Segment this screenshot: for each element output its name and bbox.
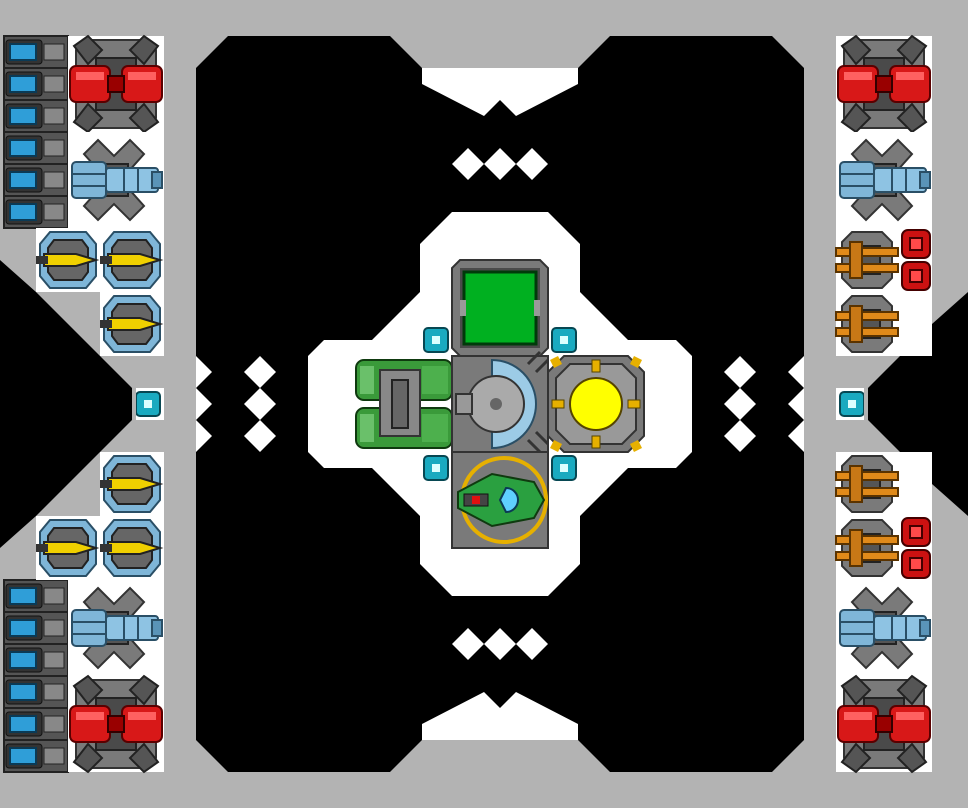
railgun-icon[interactable] [835,579,933,677]
battery-cell-icon [3,99,69,133]
connection-node-icon[interactable] [419,323,453,357]
heavy-cannon-icon[interactable] [835,35,933,133]
battery-cell-icon [3,163,69,197]
thruster-icon[interactable] [355,359,453,449]
heavy-cannon-icon[interactable] [835,675,933,773]
missile-pod-icon[interactable] [35,227,101,293]
right-diamonds [724,356,804,452]
shield-pad-icon[interactable] [451,259,549,357]
battery-cell-icon [3,611,69,645]
battery-cell-icon [3,195,69,229]
battery-cell-icon [3,643,69,677]
flak-turret-icon[interactable] [835,291,901,357]
missile-pod-icon[interactable] [99,451,165,517]
battery-cell-icon [3,739,69,773]
battery-cell-icon [3,131,69,165]
connection-node-icon[interactable] [547,451,581,485]
battery-cell-icon [3,707,69,741]
bottom-light [422,692,578,740]
gyro-icon[interactable] [451,355,549,453]
battery-cell-icon [3,579,69,613]
top-diamonds [452,148,548,180]
connection-node-icon[interactable] [835,387,869,421]
connection-node-icon[interactable] [131,387,165,421]
command-pod-icon[interactable] [451,451,549,549]
missile-pod-icon[interactable] [35,515,101,581]
battery-bank-top [3,35,69,229]
battery-cell-icon [3,35,69,69]
missile-pod-icon[interactable] [99,227,165,293]
missile-pod-icon[interactable] [99,291,165,357]
bottom-diamonds [452,628,548,660]
flak-turret-icon[interactable] [835,451,901,517]
reactor-core-icon[interactable] [547,355,645,453]
battery-cell-icon [3,675,69,709]
heavy-cannon-icon[interactable] [67,35,165,133]
railgun-icon[interactable] [67,131,165,229]
flak-turret-icon[interactable] [835,227,901,293]
connection-node-icon[interactable] [419,451,453,485]
railgun-icon[interactable] [835,131,933,229]
missile-pod-icon[interactable] [99,515,165,581]
ammo-box-icon [899,227,933,261]
battery-cell-icon [3,67,69,101]
railgun-icon[interactable] [67,579,165,677]
ammo-box-icon [899,515,933,549]
connection-node-icon[interactable] [547,323,581,357]
flak-turret-icon[interactable] [835,515,901,581]
left-diamonds [196,356,276,452]
ammo-box-icon [899,259,933,293]
battery-bank-bottom [3,579,69,773]
heavy-cannon-icon[interactable] [67,675,165,773]
ammo-box-icon [899,547,933,581]
top-light [422,68,578,116]
